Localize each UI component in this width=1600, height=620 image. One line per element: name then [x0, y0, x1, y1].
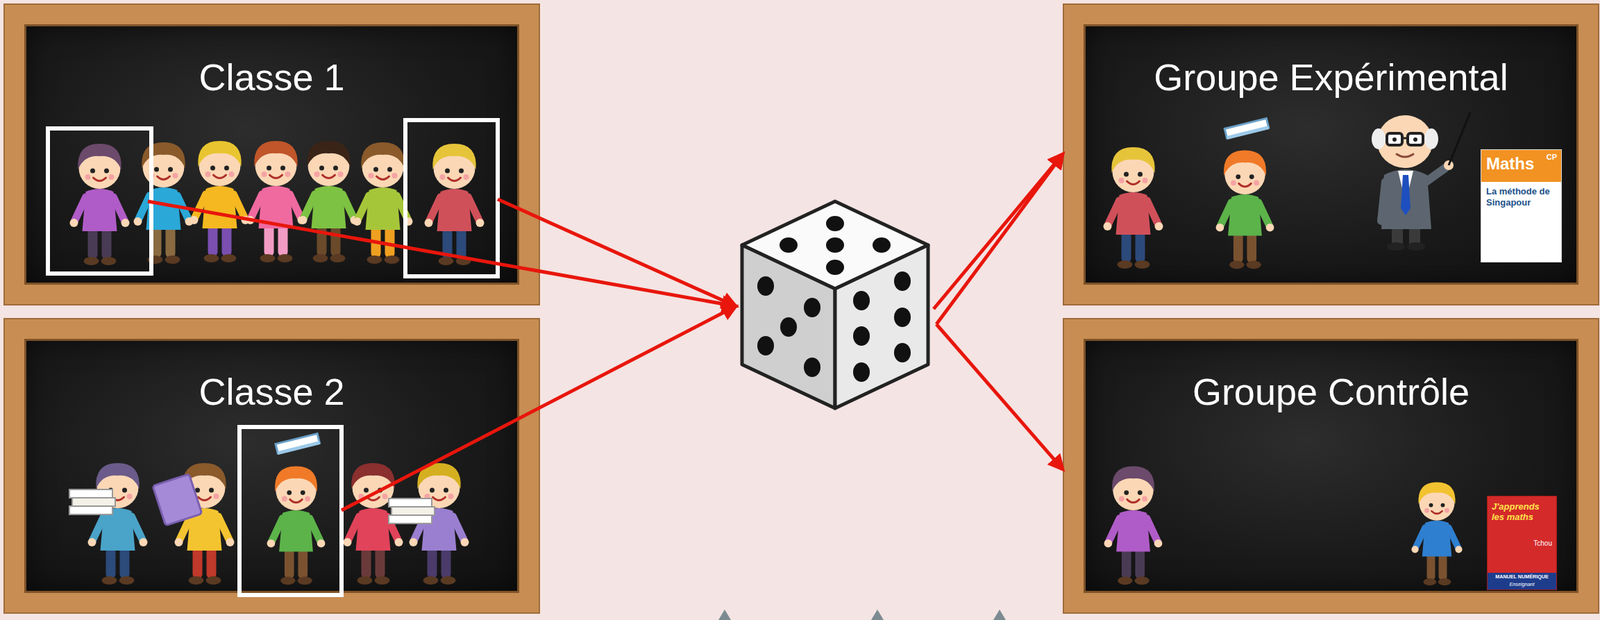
board-title: Groupe Expérimental	[1153, 54, 1508, 100]
chalkboard: Classe 2	[4, 319, 539, 613]
child	[190, 140, 250, 263]
teacher-figure	[1411, 481, 1462, 586]
board-title: Groupe Contrôle	[1192, 369, 1470, 415]
assignment-arrows	[147, 154, 1063, 511]
class1-children	[47, 120, 498, 277]
chalkboard: Groupe ContrôleJ'apprends les mathsTchou…	[1064, 319, 1598, 613]
book-cover: J'apprends les mathsTchouMANUEL NUMÉRIQU…	[1486, 495, 1557, 591]
book-edition-note: Enseignant	[1487, 580, 1557, 588]
experimental-figures	[1103, 112, 1471, 269]
book-cover: Maths CP La méthode de Singapour	[1480, 149, 1562, 263]
child	[267, 466, 326, 586]
child	[246, 140, 307, 263]
chalkboard: Classe 1	[4, 4, 539, 305]
book-stack	[69, 489, 116, 515]
board-title: Classe 2	[198, 369, 345, 415]
book-on-head	[275, 433, 320, 455]
book-level: CP	[1546, 152, 1557, 162]
child	[353, 142, 414, 264]
book-title: Maths	[1486, 154, 1535, 173]
selection-frame	[239, 426, 342, 595]
control-figures	[1104, 466, 1463, 586]
child	[174, 462, 235, 585]
book-subtitle: La méthode de Singapour	[1486, 186, 1556, 208]
selection-frame	[47, 128, 152, 274]
die	[742, 201, 929, 409]
professor-figure	[1371, 112, 1471, 251]
book-mascot: Tchou	[1533, 539, 1553, 547]
folder	[152, 474, 202, 526]
die-pips	[757, 215, 911, 382]
child	[343, 462, 404, 585]
child	[299, 140, 359, 263]
chalkboard: Groupe ExpérimentalMaths CP La méthode de …	[1064, 4, 1598, 305]
child	[70, 143, 130, 266]
selection-frame	[405, 120, 498, 277]
child	[88, 462, 148, 585]
book-on-head	[1224, 118, 1269, 140]
child	[133, 142, 194, 264]
child	[1103, 147, 1164, 269]
book-title: J'apprends les maths	[1491, 501, 1546, 523]
class2-children	[69, 426, 470, 595]
child	[424, 143, 485, 266]
book-edition: MANUEL NUMÉRIQUE	[1487, 573, 1557, 580]
child	[409, 462, 470, 585]
child	[1216, 150, 1275, 270]
child	[1104, 466, 1163, 586]
decor-triangles	[718, 609, 1006, 620]
board-title: Classe 1	[198, 54, 345, 100]
book-stack	[388, 498, 435, 524]
